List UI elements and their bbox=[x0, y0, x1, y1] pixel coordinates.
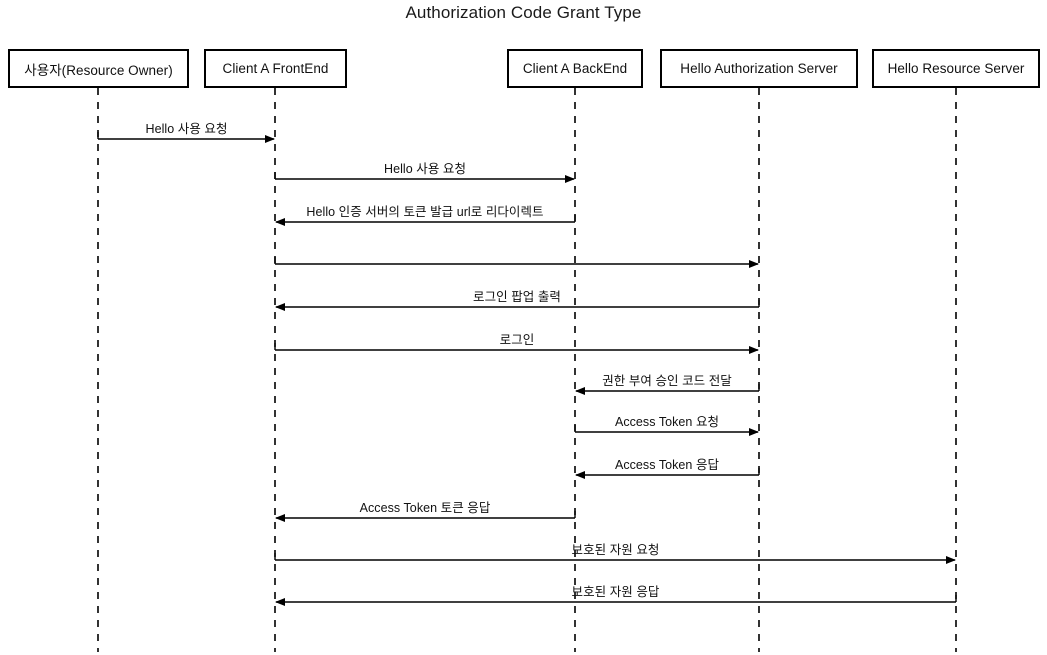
message-label-6: 로그인 bbox=[499, 333, 535, 347]
participant-box-user[interactable]: 사용자(Resource Owner) bbox=[8, 49, 189, 88]
message-label-10: Access Token 토큰 응답 bbox=[359, 501, 491, 515]
message-label-11: 보호된 자원 요청 bbox=[571, 543, 660, 557]
participant-label-authsrv: Hello Authorization Server bbox=[680, 61, 838, 76]
diagram-title: Authorization Code Grant Type bbox=[405, 3, 642, 22]
participant-label-user: 사용자(Resource Owner) bbox=[24, 62, 173, 78]
messages-group bbox=[97, 132, 957, 606]
message-label-3: Hello 인증 서버의 토큰 발급 url로 리다이렉트 bbox=[306, 205, 544, 219]
participant-box-ressrv[interactable]: Hello Resource Server bbox=[872, 49, 1040, 88]
message-label-5: 로그인 팝업 출력 bbox=[473, 290, 561, 304]
participant-box-authsrv[interactable]: Hello Authorization Server bbox=[660, 49, 858, 88]
participant-label-backend: Client A BackEnd bbox=[522, 61, 628, 76]
message-label-8: Access Token 요청 bbox=[614, 415, 720, 429]
message-label-1: Hello 사용 요청 bbox=[145, 122, 228, 136]
participant-label-frontend: Client A FrontEnd bbox=[222, 61, 329, 76]
participant-box-frontend[interactable]: Client A FrontEnd bbox=[204, 49, 347, 88]
participant-box-backend[interactable]: Client A BackEnd bbox=[507, 49, 643, 88]
message-label-9: Access Token 응답 bbox=[614, 458, 720, 472]
participant-label-ressrv: Hello Resource Server bbox=[887, 61, 1025, 76]
message-label-2: Hello 사용 요청 bbox=[384, 162, 466, 176]
message-label-12: 보호된 자원 응답 bbox=[571, 585, 660, 599]
lifelines-group bbox=[97, 88, 957, 652]
message-label-7: 권한 부여 승인 코드 전달 bbox=[602, 374, 732, 388]
